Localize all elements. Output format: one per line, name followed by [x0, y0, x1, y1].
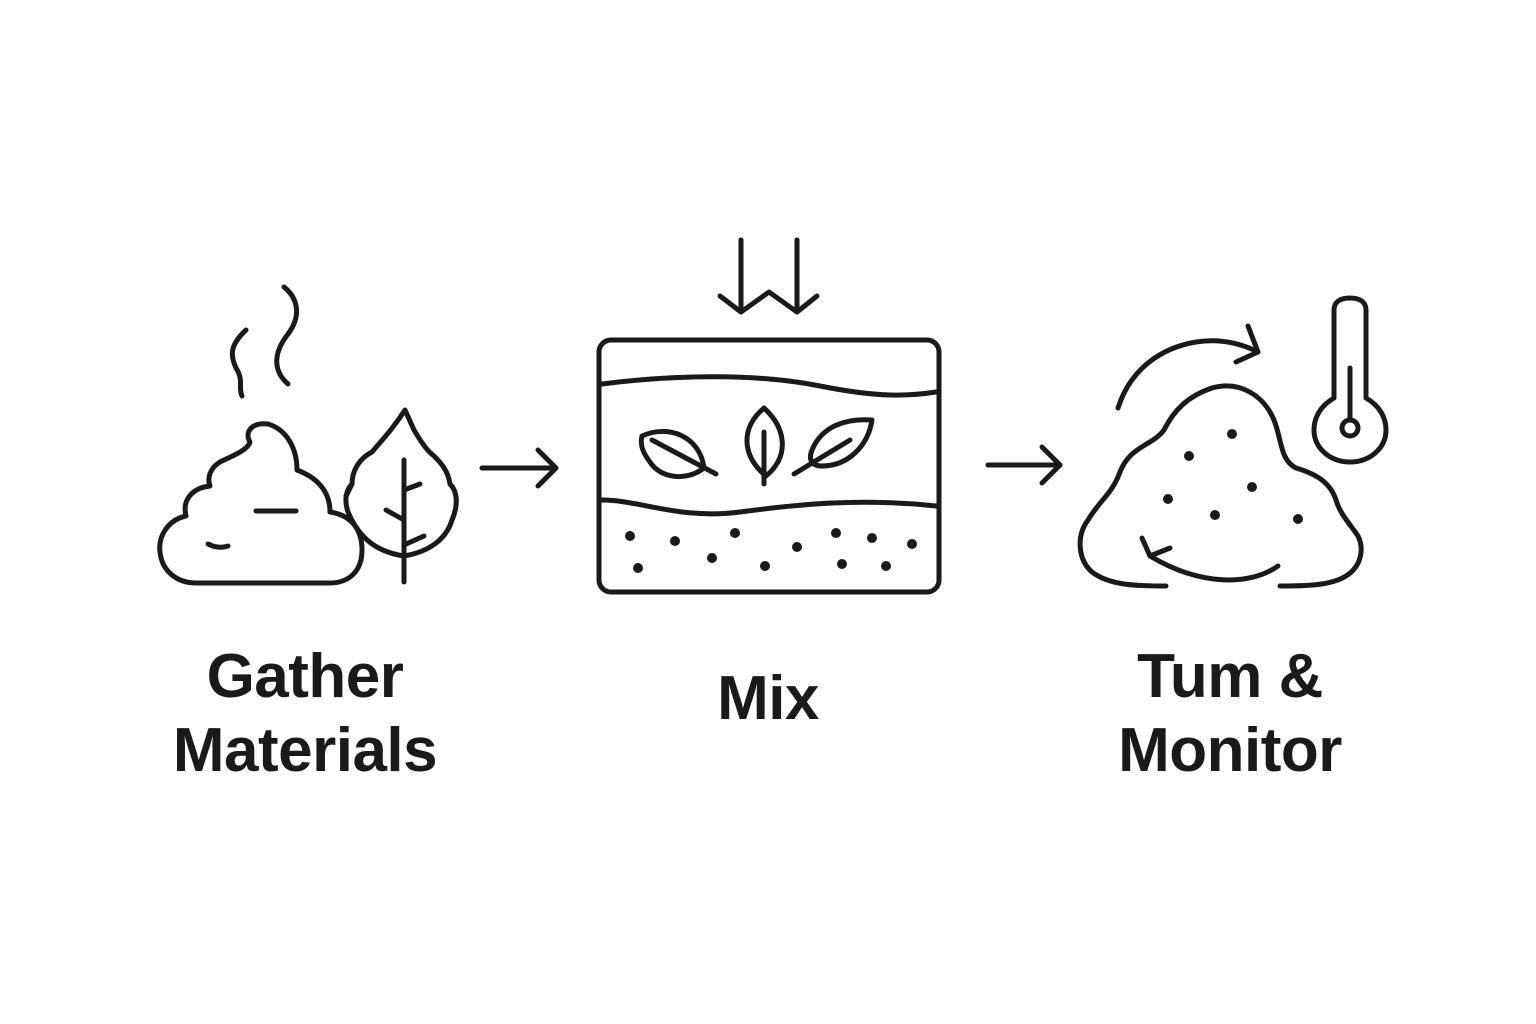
manure-pile-icon [157, 421, 365, 586]
step-label-line: Monitor [1118, 716, 1342, 785]
step-label-line: Materials [172, 716, 438, 785]
step-label-turn-monitor: Tum & Monitor [1060, 640, 1400, 788]
step-label-line: Tum & [1137, 642, 1323, 711]
arrow-right-icon [985, 444, 1063, 486]
leaf-tree-icon [343, 407, 459, 585]
turn-arrows-icon [1115, 323, 1281, 583]
leaf-icon [638, 405, 875, 487]
steam-icon [229, 284, 299, 399]
arrow-right-icon [479, 447, 559, 489]
down-arrows-icon [717, 237, 820, 315]
thermometer-icon [1311, 295, 1389, 465]
step-label-gather: Gather Materials [130, 640, 480, 788]
step-label-line: Gather [206, 642, 404, 711]
layered-bin-icon [596, 337, 942, 595]
step-label-mix: Mix [668, 662, 868, 736]
compost-heap-icon [1077, 383, 1364, 589]
step-label-line: Mix [717, 664, 819, 733]
